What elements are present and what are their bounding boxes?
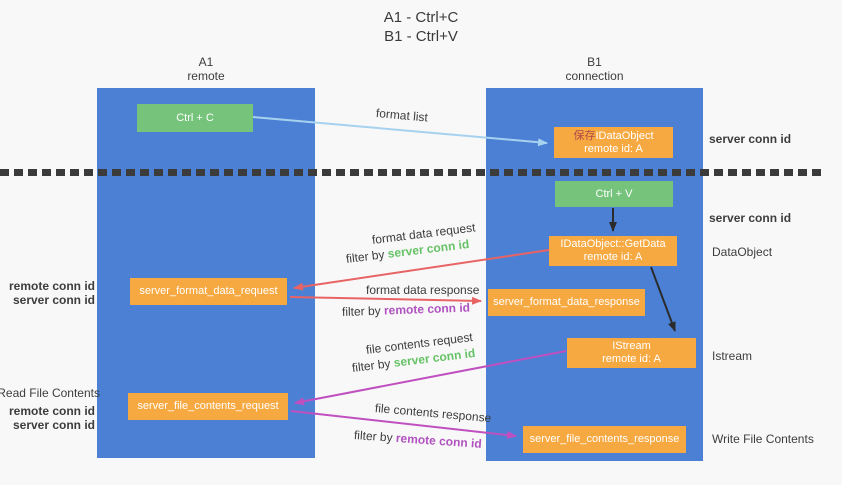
remote-conn-id-text: remote conn id: [395, 430, 483, 451]
annotation-istream: Istream: [712, 349, 753, 363]
lane-a1-role: remote: [187, 69, 225, 83]
diagram-title: A1 - Ctrl+C B1 - Ctrl+V: [0, 8, 842, 46]
title-line-1: A1 - Ctrl+C: [383, 9, 459, 26]
getdata-line2: remote id: A: [583, 251, 643, 263]
ctrl-c-label: Ctrl + C: [176, 111, 214, 124]
annotation-server-conn-id-mid: server conn id: [709, 211, 792, 225]
filter-by-text: filter by: [351, 356, 392, 375]
getdata-line1: IDataObject::GetData: [560, 238, 666, 250]
annotation-write-file-contents: Write File Contents: [712, 432, 814, 446]
node-server-file-contents-response: server_file_contents_response: [523, 426, 686, 453]
node-istream: IStream remote id: A: [567, 338, 696, 368]
server-format-data-response-label: server_format_data_response: [493, 296, 640, 308]
filter-by-text: filter by: [341, 303, 381, 319]
node-ctrl-v: Ctrl + V: [555, 181, 673, 207]
save-idataobject-line2: remote id: A: [584, 142, 643, 155]
title-line-2: B1 - Ctrl+V: [384, 28, 458, 45]
dashed-separator: [0, 169, 824, 176]
istream-line1: IStream: [612, 340, 651, 352]
annotation-read-file-contents: Read File Contents: [0, 386, 100, 400]
node-save-idataobject: 保存IDataObject remote id: A: [554, 127, 673, 158]
filter-by-text: filter by: [353, 428, 394, 445]
node-idataobject-getdata: IDataObject::GetData remote id: A: [549, 236, 677, 266]
node-server-format-data-response: server_format_data_response: [488, 289, 645, 316]
save-idataobject-line1: 保存IDataObject: [573, 130, 653, 143]
node-ctrl-c: Ctrl + C: [137, 104, 253, 132]
server-file-contents-response-label: server_file_contents_response: [529, 433, 680, 445]
server-file-contents-request-label: server_file_contents_request: [137, 400, 279, 412]
server-format-data-request-label: server_format_data_request: [139, 285, 278, 297]
annotation-server-conn-id-left-bottom: server conn id: [12, 418, 95, 432]
annotation-remote-conn-id-left-bottom: remote conn id: [8, 404, 95, 418]
remote-conn-id-text: remote conn id: [383, 300, 471, 318]
label-format-list: format list: [375, 106, 429, 125]
lane-header-a1: A1 remote: [97, 55, 315, 83]
save-idataobject-name: IDataObject: [595, 129, 654, 142]
label-file-contents-response: file contents response: [374, 401, 492, 426]
annotation-server-conn-id-left-top: server conn id: [12, 293, 95, 307]
ctrl-v-label: Ctrl + V: [595, 187, 633, 200]
node-server-format-data-request: server_format_data_request: [130, 278, 287, 305]
lane-a1-name: A1: [198, 55, 214, 69]
lane-b1-role: connection: [565, 69, 624, 83]
save-idataobject-cn-prefix: 保存: [573, 129, 596, 142]
lane-b1-name: B1: [587, 55, 602, 69]
label-filter-by-remote-conn-id-top: filter by remote conn id: [342, 301, 470, 319]
lane-header-b1: B1 connection: [486, 55, 703, 83]
label-filter-by-remote-conn-id-bottom: filter by remote conn id: [354, 428, 483, 451]
filter-by-text: filter by: [345, 247, 386, 266]
annotation-dataobject: DataObject: [712, 245, 773, 259]
istream-line2: remote id: A: [602, 353, 661, 365]
label-format-data-response: format data response: [366, 283, 480, 297]
node-server-file-contents-request: server_file_contents_request: [128, 393, 288, 420]
annotation-remote-conn-id-left-top: remote conn id: [8, 279, 95, 293]
annotation-server-conn-id-top: server conn id: [709, 132, 792, 146]
